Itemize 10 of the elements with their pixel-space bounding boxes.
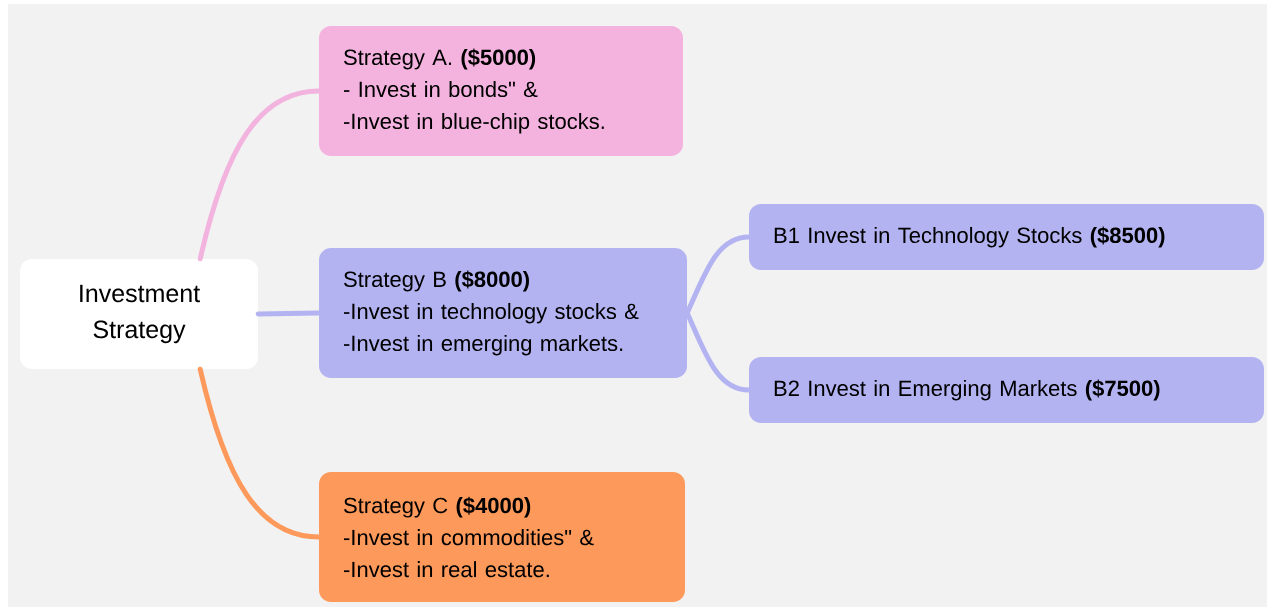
connector-line xyxy=(255,310,322,317)
branch-box: B1 Invest in Technology Stocks ($8500) xyxy=(749,204,1264,270)
connector-line xyxy=(197,88,322,262)
connector-line xyxy=(684,310,752,393)
branch-box: Strategy B ($8000) -Invest in technology stocks & -Invest in emerging markets. xyxy=(319,248,687,378)
branch-box: Strategy A. ($5000) - Invest in bonds" & -Invest in blue-chip stocks. xyxy=(319,26,683,156)
branch-box: B2 Invest in Emerging Markets ($7500) xyxy=(749,357,1264,423)
topic-box: Investment Strategy xyxy=(20,259,258,369)
connector-line xyxy=(197,366,322,540)
branch-box: Strategy C ($4000) -Invest in commodities" & -Invest in real estate. xyxy=(319,472,685,602)
